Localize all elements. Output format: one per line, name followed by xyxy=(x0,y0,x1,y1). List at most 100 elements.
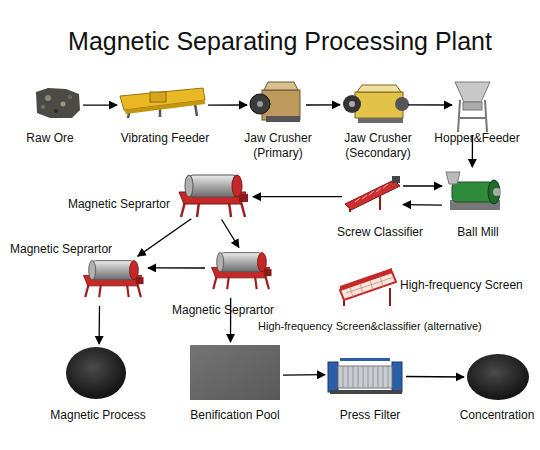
process-station: Press Filter xyxy=(328,358,403,395)
screen-image xyxy=(340,268,396,306)
process-station: Magnetic Seprartor xyxy=(80,258,145,303)
process-station: Vibrating Feeder xyxy=(120,88,205,118)
process-station: Jaw Crusher (Secondary) xyxy=(343,85,405,123)
station-caption: Magnetic Seprartor xyxy=(10,242,150,257)
vibrating-feeder-image xyxy=(120,88,205,118)
hopper-image xyxy=(455,82,490,102)
flow-arrow xyxy=(408,104,452,105)
magnetic-separator-image xyxy=(83,261,143,298)
magnetic-separator-image xyxy=(211,253,271,290)
station-caption: Jaw Crusher (Secondary) xyxy=(333,131,423,161)
flow-arrow xyxy=(306,104,340,105)
press-filter-image xyxy=(343,366,388,388)
flow-arrow xyxy=(138,219,192,257)
flow-arrow xyxy=(148,267,205,268)
magnetic-product-image xyxy=(66,347,126,399)
station-caption: Ball Mill xyxy=(440,225,516,240)
jaw-crusher-image xyxy=(343,95,361,113)
ball-mill-image xyxy=(488,180,500,204)
station-caption: Jaw Crusher (Primary) xyxy=(238,131,318,161)
vibrating-feeder-image xyxy=(150,92,166,102)
hopper-image xyxy=(458,100,487,132)
ball-mill-image xyxy=(493,188,501,196)
flow-arrow xyxy=(403,204,442,206)
screen-image xyxy=(340,268,392,290)
raw-ore-image xyxy=(41,105,45,109)
concentrate-image xyxy=(467,354,529,400)
press-filter-image xyxy=(340,358,390,361)
process-station: Magnetic Seprartor xyxy=(208,250,273,295)
flow-arrow xyxy=(222,220,239,248)
station-caption: Concentration xyxy=(455,408,539,423)
flow-arrow xyxy=(472,135,474,167)
flow-arrow xyxy=(208,104,247,105)
magnetic-product-image xyxy=(66,347,126,399)
press-filter-image xyxy=(328,362,338,392)
jaw-crusher-image xyxy=(250,94,270,114)
jaw-crusher-image xyxy=(358,118,403,123)
process-station: Ball Mill xyxy=(445,170,503,210)
station-caption: Screw Classifier xyxy=(330,225,430,240)
process-station: High-frequency Screen xyxy=(340,268,396,306)
screw-classifier-image xyxy=(345,180,400,210)
press-filter-image xyxy=(392,362,402,392)
screw-classifier-image xyxy=(345,176,400,212)
station-caption: Raw Ore xyxy=(10,131,90,146)
pool-image xyxy=(190,345,280,400)
flow-arrow xyxy=(406,376,464,378)
station-caption: Magnetic Process xyxy=(38,408,158,423)
screw-classifier-image xyxy=(392,176,400,183)
ball-mill-image xyxy=(446,172,460,184)
station-caption: Press Filter xyxy=(325,408,415,423)
press-filter-image xyxy=(330,390,402,394)
raw-ore-image xyxy=(54,109,58,113)
process-station: Hopper&Feeder xyxy=(455,82,490,132)
flow-arrow xyxy=(253,196,342,197)
station-caption: Magnetic Seprartor xyxy=(172,303,312,318)
flow-arrow xyxy=(230,298,231,342)
magnetic-separator-image xyxy=(83,261,143,298)
station-caption: Magnetic Seprartor xyxy=(45,197,170,212)
raw-ore-image xyxy=(61,102,66,107)
magnetic-separator-image xyxy=(211,253,271,290)
flow-arrow xyxy=(98,306,100,344)
magnetic-separator-image xyxy=(179,175,248,217)
process-station: Jaw Crusher (Primary) xyxy=(250,82,303,122)
hopper-image xyxy=(463,102,482,110)
raw-ore-image xyxy=(68,95,72,99)
process-station: Screw Classifier xyxy=(345,178,400,210)
note-label: High-frequency Screen&classifier (altern… xyxy=(258,319,482,333)
flow-arrow xyxy=(403,185,442,186)
jaw-crusher-image xyxy=(395,97,409,111)
station-caption: Benification Pool xyxy=(170,408,300,423)
diagram-title: Magnetic Separating Processing Plant xyxy=(20,26,540,56)
station-caption: Vibrating Feeder xyxy=(105,131,225,146)
flow-arrow xyxy=(283,374,325,376)
station-caption: Hopper&Feeder xyxy=(429,131,525,146)
press-filter-image xyxy=(328,358,402,394)
process-station: Magnetic Seprartor xyxy=(175,172,250,217)
raw-ore-image xyxy=(36,88,80,118)
magnetic-separator-image xyxy=(179,175,248,217)
flow-arrow xyxy=(83,104,117,105)
process-station: Benification Pool xyxy=(190,345,280,400)
screw-classifier-image xyxy=(355,184,388,202)
jaw-crusher-image xyxy=(343,85,409,123)
raw-ore-image xyxy=(36,88,80,118)
process-station: Raw Ore xyxy=(35,88,80,118)
jaw-crusher-image xyxy=(357,85,401,92)
jaw-crusher-image xyxy=(257,101,263,107)
jaw-crusher-image xyxy=(266,116,300,122)
press-filter-image xyxy=(338,366,392,388)
raw-ore-image xyxy=(45,95,51,101)
ball-mill-image xyxy=(446,172,501,210)
jaw-crusher-image xyxy=(250,82,300,122)
jaw-crusher-image xyxy=(349,101,355,107)
station-caption: High-frequency Screen xyxy=(400,278,538,293)
jaw-crusher-image xyxy=(264,82,298,90)
pool-image xyxy=(190,345,280,400)
process-station: Magnetic Process xyxy=(65,347,127,399)
